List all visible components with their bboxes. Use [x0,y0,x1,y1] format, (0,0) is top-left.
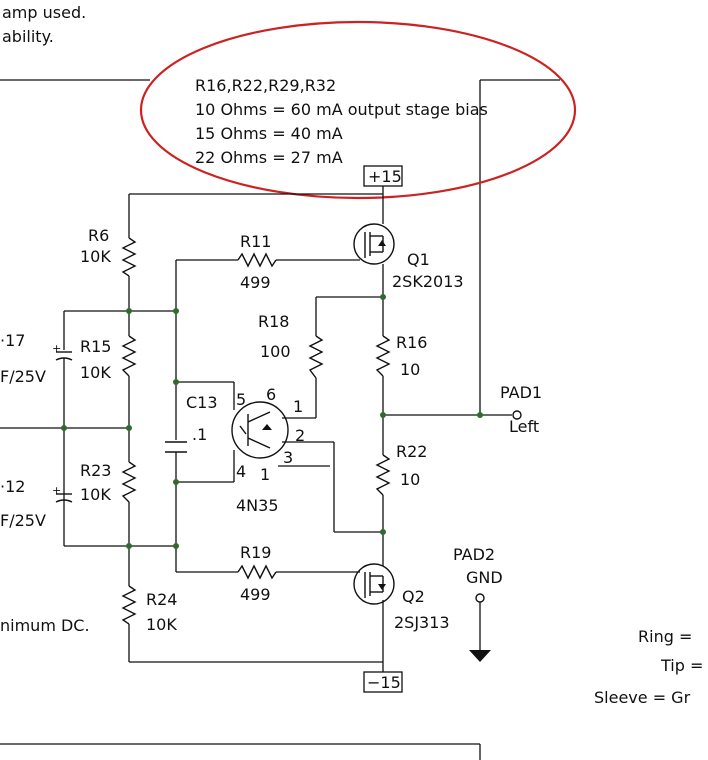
q1-ref: Q1 [407,250,430,269]
junction-dot [61,425,67,431]
c12-value: F/25V [0,511,46,530]
resistor-r24 [121,585,137,625]
c13-value: .1 [192,425,207,444]
pad2-ref: PAD2 [453,545,495,564]
r22-value: 10 [400,470,420,489]
callout-ring [139,20,577,200]
q1-value: 2SK2013 [392,272,464,291]
opto-pin-6: 6 [266,385,276,404]
r15-value: 10K [80,363,111,382]
r6-ref: R6 [88,226,109,245]
junction-dot [380,294,386,300]
opto-pin-1: 1 [293,397,303,416]
negative-rail-label: −15 [367,673,401,692]
c17-plus: + [52,342,61,355]
r15-ref: R15 [80,337,111,356]
r18-value: 100 [260,342,291,361]
junction-dot [126,308,132,314]
jack-ring-label: Ring = [638,627,692,646]
callout-line-4: 22 Ohms = 27 mA [195,148,343,167]
q2-ref: Q2 [402,587,425,606]
jack-tip-label: Tip = [660,656,703,675]
r16-value: 10 [400,360,420,379]
note-top-line-2: ability. [2,27,54,46]
jack-sleeve-label: Sleeve = Gr [594,688,691,707]
capacitor-c12-plate-bottom [55,499,73,503]
resistor-r19 [237,564,277,580]
pad1-terminal [512,410,522,420]
r23-value: 10K [80,485,111,504]
r23-ref: R23 [80,461,111,480]
r18-ref: R18 [258,312,289,331]
r22-ref: R22 [396,442,427,461]
opto-pin-4: 4 [236,462,246,481]
junction-dot [173,543,179,549]
transistor-q1 [353,223,395,265]
transistor-q2 [353,563,395,605]
ground-symbol [469,650,491,662]
opto-pin-1b: 1 [260,465,270,484]
junction-dot [126,425,132,431]
optocoupler-4n35 [231,401,289,459]
resistor-r16 [375,335,391,377]
r16-ref: R16 [396,333,427,352]
junction-dot [173,379,179,385]
note-dc: nimum DC. [0,616,90,635]
junction-dot [126,543,132,549]
r11-ref: R11 [240,232,271,251]
opto-pin-5: 5 [236,390,246,409]
resistor-r18 [308,335,324,379]
note-top-line-1: amp used. [2,3,86,22]
junction-dot [477,412,483,418]
opto-pin-2: 2 [295,426,305,445]
negative-rail-box [363,671,403,693]
c17-value: F/25V [0,367,46,386]
c13-ref: C13 [186,393,218,412]
junction-dot [173,308,179,314]
pad1-net: Left [509,417,539,436]
r24-value: 10K [146,615,177,634]
callout-line-2: 10 Ohms = 60 mA output stage bias [195,100,488,119]
r24-ref: R24 [146,590,177,609]
c12-ref: ·12 [0,477,25,496]
opto-ref: 4N35 [236,496,279,515]
resistor-r11 [237,252,277,268]
callout-line-3: 15 Ohms = 40 mA [195,124,343,143]
positive-rail-label: +15 [368,167,402,186]
resistor-r15 [121,335,137,377]
resistor-r6 [121,237,137,277]
r19-ref: R19 [240,543,271,562]
callout-line-1: R16,R22,R29,R32 [195,76,336,95]
junction-dot [173,479,179,485]
r11-value: 499 [240,273,271,292]
q2-value: 2SJ313 [394,613,450,632]
resistor-r23 [121,461,137,503]
r6-value: 10K [80,247,111,266]
r19-value: 499 [240,585,271,604]
opto-pin-3: 3 [283,448,293,467]
bias-callout: R16,R22,R29,R32 10 Ohms = 60 mA output s… [139,20,577,200]
junction-dot [380,529,386,535]
pad2-terminal [475,593,485,603]
pad1-ref: PAD1 [500,383,542,402]
junction-dot [380,412,386,418]
pad2-net: GND [466,568,503,587]
c12-plus: + [52,484,61,497]
c17-ref: ·17 [0,331,25,350]
resistor-r22 [375,454,391,496]
junctions [61,294,483,549]
